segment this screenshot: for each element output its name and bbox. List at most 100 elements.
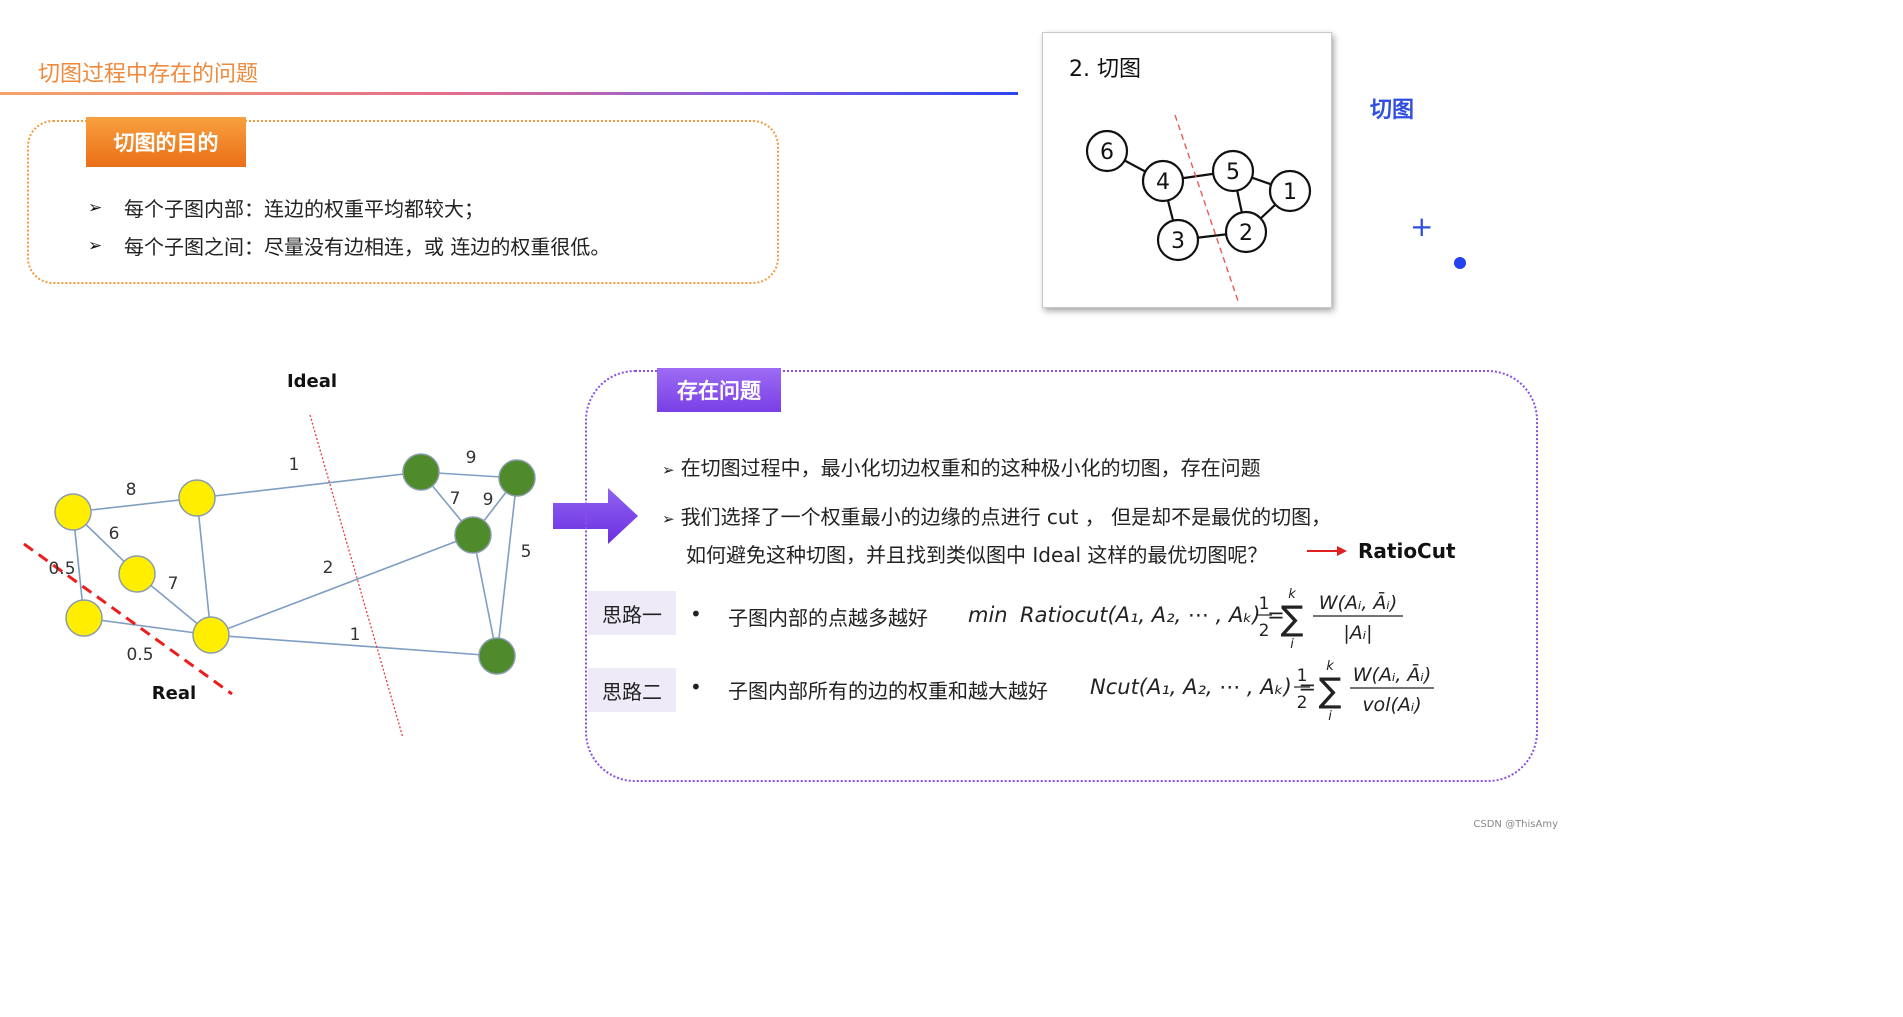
formula-half-num: 1 bbox=[1259, 594, 1270, 614]
ideal-cut-line bbox=[309, 414, 404, 739]
ncut-formula: Ncut(A₁, A₂, ⋯ , Aₖ) = 1 2 k ∑ i W(Aᵢ, Ā… bbox=[1090, 659, 1434, 724]
purpose-tag: 切图的目的 bbox=[86, 117, 246, 167]
mini-graph-diagram: 6 4 5 1 3 2 bbox=[1085, 114, 1312, 302]
arrow-right-icon bbox=[553, 488, 638, 544]
arrow-bullet-icon: ➢ bbox=[88, 235, 103, 256]
idea-text: 子图内部的点越多越好 bbox=[728, 606, 928, 630]
edge-weight-label: 5 bbox=[521, 542, 532, 562]
mini-node-label: 3 bbox=[1171, 229, 1185, 254]
mini-cut-line bbox=[1174, 114, 1239, 302]
formula-sum-top: k bbox=[1288, 587, 1296, 602]
sigma-icon: ∑ bbox=[1319, 671, 1342, 711]
formula-denominator: |Aᵢ| bbox=[1343, 622, 1372, 644]
bullet-dot-icon: • bbox=[690, 602, 702, 626]
mini-graph-title: 2. 切图 bbox=[1069, 57, 1141, 82]
purpose-item-text: 每个子图之间：尽量没有边相连，或 连边的权重很低。 bbox=[124, 235, 611, 259]
formula-half-num: 1 bbox=[1297, 666, 1308, 686]
ratiocut-formula: min Ratiocut(A₁, A₂, ⋯ , Aₖ) = 1 2 k ∑ i… bbox=[968, 587, 1403, 652]
problem-line: 如何避免这种切图，并且找到类似图中 Ideal 这样的最优切图呢？ bbox=[686, 539, 1267, 568]
problem-line-text: 在切图过程中，最小化切边权重和的这种极小化的切图，存在问题 bbox=[680, 456, 1261, 480]
problem-tag: 存在问题 bbox=[657, 368, 781, 412]
graph-node-yellow bbox=[178, 479, 216, 517]
formula-sum-bottom: i bbox=[1290, 637, 1294, 652]
edge-weight-label: 9 bbox=[483, 490, 494, 510]
purpose-box bbox=[27, 120, 779, 284]
graph-node-yellow bbox=[118, 555, 156, 593]
idea-tag: 思路一 bbox=[588, 591, 676, 635]
arrow-bullet-icon: ➢ bbox=[662, 461, 675, 479]
purpose-item-text: 每个子图内部：连边的权重平均都较大； bbox=[124, 197, 484, 221]
formula-denominator: vol(Aᵢ) bbox=[1362, 694, 1421, 716]
mini-node: 5 bbox=[1211, 149, 1255, 193]
graph-edge bbox=[472, 534, 498, 657]
graph-node-green bbox=[478, 637, 516, 675]
ideal-label: Ideal bbox=[287, 371, 337, 392]
mini-node: 2 bbox=[1224, 210, 1268, 254]
formula-lhs: Ratiocut(A₁, A₂, ⋯ , Aₖ) = bbox=[1020, 603, 1285, 627]
graph-node-yellow bbox=[54, 493, 92, 531]
mini-graph-card: 2. 切图 6 4 5 1 3 2 bbox=[1042, 32, 1332, 308]
dot-icon bbox=[1454, 257, 1466, 269]
plus-icon: + bbox=[1410, 210, 1434, 243]
edge-weight-label: 0.5 bbox=[126, 645, 153, 665]
graph-node-green bbox=[402, 453, 440, 491]
graph-node-yellow bbox=[65, 599, 103, 637]
graph-edge bbox=[196, 471, 422, 499]
edge-weight-label: 7 bbox=[450, 489, 461, 509]
graph-edge bbox=[496, 477, 518, 657]
formula-sum-bottom: i bbox=[1328, 709, 1332, 724]
page-title: 切图过程中存在的问题 bbox=[38, 62, 259, 87]
edge-weight-label: 0.5 bbox=[48, 559, 75, 579]
formula-prefix: min bbox=[968, 603, 1008, 627]
formula-lhs: Ncut(A₁, A₂, ⋯ , Aₖ) = bbox=[1090, 675, 1316, 699]
credit-text: CSDN @ThisAmy bbox=[1473, 819, 1558, 830]
problem-line-text: 我们选择了一个权重最小的边缘的点进行 cut ， 但是却不是最优的切图， bbox=[680, 505, 1332, 529]
formula-numerator: W(Aᵢ, Āᵢ) bbox=[1353, 662, 1431, 686]
edge-weight-label: 2 bbox=[323, 558, 334, 578]
real-label: Real bbox=[152, 683, 196, 704]
weighted-graph-diagram: Ideal Real 8 6 7 0.5 0.5 1 2 1 9 7 9 5 bbox=[23, 371, 536, 739]
graph-edge bbox=[210, 534, 474, 636]
arrow-bullet-icon: ➢ bbox=[88, 197, 103, 218]
formula-sum-top: k bbox=[1326, 659, 1334, 674]
mini-node-label: 5 bbox=[1226, 160, 1240, 185]
formula-half-den: 2 bbox=[1297, 693, 1308, 713]
arrow-bullet-icon: ➢ bbox=[662, 510, 675, 528]
graph-edge bbox=[210, 634, 498, 657]
mini-node-label: 6 bbox=[1100, 140, 1114, 165]
graph-edge bbox=[72, 497, 198, 513]
graph-node-green bbox=[454, 516, 492, 554]
edge-weight-label: 9 bbox=[466, 448, 477, 468]
side-label: 切图 bbox=[1370, 98, 1415, 123]
formula-half-den: 2 bbox=[1259, 621, 1270, 641]
mini-node-label: 4 bbox=[1156, 170, 1170, 195]
problem-line: ➢ 在切图过程中，最小化切边权重和的这种极小化的切图，存在问题 bbox=[662, 452, 1261, 481]
sigma-icon: ∑ bbox=[1281, 599, 1304, 639]
idea-tag: 思路二 bbox=[588, 668, 676, 712]
purpose-item: ➢ 每个子图内部：连边的权重平均都较大； bbox=[88, 193, 484, 222]
title-divider bbox=[0, 92, 1018, 95]
mini-node: 6 bbox=[1085, 129, 1129, 173]
mini-node-label: 1 bbox=[1283, 180, 1297, 205]
ratiocut-label: RatioCut bbox=[1358, 539, 1456, 563]
mini-node-label: 2 bbox=[1239, 221, 1253, 246]
problem-line: ➢ 我们选择了一个权重最小的边缘的点进行 cut ， 但是却不是最优的切图， bbox=[662, 501, 1331, 530]
mini-node: 1 bbox=[1268, 169, 1312, 213]
purpose-item: ➢ 每个子图之间：尽量没有边相连，或 连边的权重很低。 bbox=[88, 231, 610, 260]
graph-node-yellow bbox=[192, 616, 230, 654]
edge-weight-label: 6 bbox=[109, 524, 120, 544]
graph-node-green bbox=[498, 459, 536, 497]
edge-weight-label: 8 bbox=[126, 480, 137, 500]
problem-box bbox=[585, 370, 1538, 782]
graph-edge bbox=[196, 497, 212, 636]
edge-weight-label: 1 bbox=[350, 625, 361, 645]
edge-weight-label: 1 bbox=[289, 455, 300, 475]
mini-node: 3 bbox=[1156, 218, 1200, 262]
graph-edge bbox=[83, 617, 212, 636]
idea-text: 子图内部所有的边的权重和越大越好 bbox=[728, 679, 1048, 703]
formula-numerator: W(Aᵢ, Āᵢ) bbox=[1319, 590, 1397, 614]
bullet-dot-icon: • bbox=[690, 675, 702, 699]
arrow-right-icon bbox=[1307, 546, 1347, 556]
real-cut-line bbox=[23, 542, 233, 696]
mini-node: 4 bbox=[1141, 159, 1185, 203]
